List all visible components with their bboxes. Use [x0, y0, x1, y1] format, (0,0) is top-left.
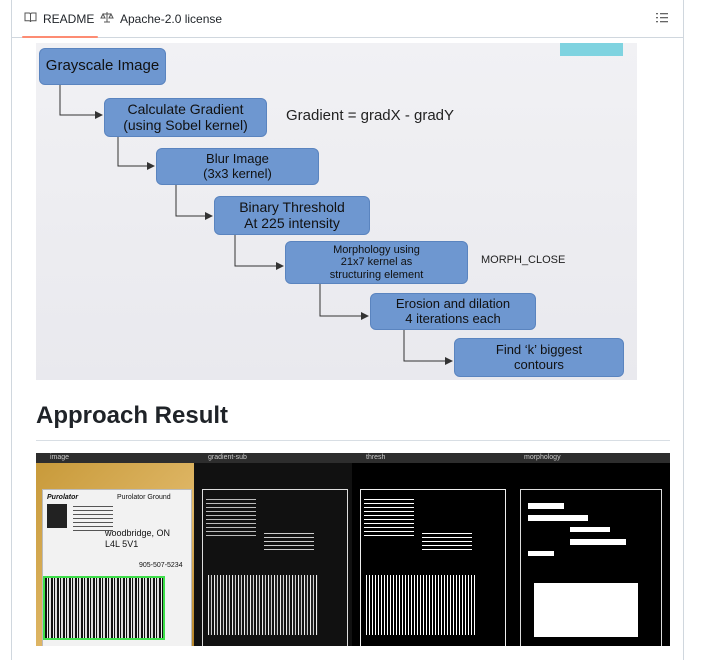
- label-service: Purolator Ground: [117, 494, 171, 501]
- section-heading-approach-result: Approach Result: [36, 402, 229, 429]
- window-image: image Purolator Purolator Ground woodbri…: [36, 453, 194, 646]
- detected-barcode-region: [43, 576, 165, 640]
- book-icon: [24, 11, 37, 26]
- node-find-contours: Find ‘k’ biggest contours: [454, 338, 624, 377]
- window-title-thresh: thresh: [352, 453, 510, 463]
- flow-diagram-image: Grayscale Image Calculate Gradient (usin…: [36, 43, 637, 380]
- note-gradient: Gradient = gradX - gradY: [286, 107, 455, 124]
- window-morphology: morphology: [510, 453, 670, 646]
- window-title-image: image: [36, 453, 194, 463]
- node-morphology: Morphology using 21x7 kernel as structur…: [285, 241, 468, 284]
- approach-result-image: image Purolator Purolator Ground woodbri…: [36, 453, 670, 646]
- morphology-barcode-blob: [534, 583, 638, 637]
- label-brand: Purolator: [47, 494, 79, 501]
- node-blur: Blur Image (3x3 kernel): [156, 148, 319, 185]
- node-grayscale: Grayscale Image: [39, 48, 166, 85]
- scale-icon: [100, 11, 114, 26]
- window-thresh: thresh: [352, 453, 510, 646]
- tab-readme-label: README: [43, 11, 95, 26]
- diagram-corner-decoration: [560, 43, 623, 56]
- active-tab-indicator: [22, 36, 99, 38]
- window-gradient-sub: gradient-sub: [194, 453, 352, 646]
- tab-readme[interactable]: README: [22, 0, 99, 38]
- note-morph-close: MORPH_CLOSE: [481, 254, 566, 266]
- label-city: woodbridge, ON: [105, 528, 171, 538]
- label-postal: L4L 5V1: [105, 539, 139, 549]
- node-erosion-dilation: Erosion and dilation 4 iterations each: [370, 293, 536, 330]
- node-threshold: Binary Threshold At 225 intensity: [214, 196, 370, 235]
- readme-panel: README Apache-2.0 license Gr: [11, 0, 684, 660]
- readme-tab-bar: README Apache-2.0 license: [12, 0, 683, 38]
- thresh-barcode-region: [366, 575, 476, 635]
- window-title-morphology: morphology: [510, 453, 670, 463]
- window-title-gradient-sub: gradient-sub: [194, 453, 352, 463]
- node-gradient: Calculate Gradient (using Sobel kernel): [104, 98, 267, 137]
- list-icon: [656, 13, 668, 23]
- table-of-contents-button[interactable]: [655, 11, 669, 25]
- label-phone: 905-507-5234: [139, 562, 183, 569]
- heading-divider: [36, 440, 670, 441]
- diagram-connectors: [59, 85, 453, 365]
- gradient-barcode-region: [208, 575, 318, 635]
- tab-license-label: Apache-2.0 license: [120, 11, 223, 26]
- tab-license[interactable]: Apache-2.0 license: [100, 0, 222, 37]
- shipping-label: Purolator Purolator Ground woodbridge, O…: [42, 489, 192, 646]
